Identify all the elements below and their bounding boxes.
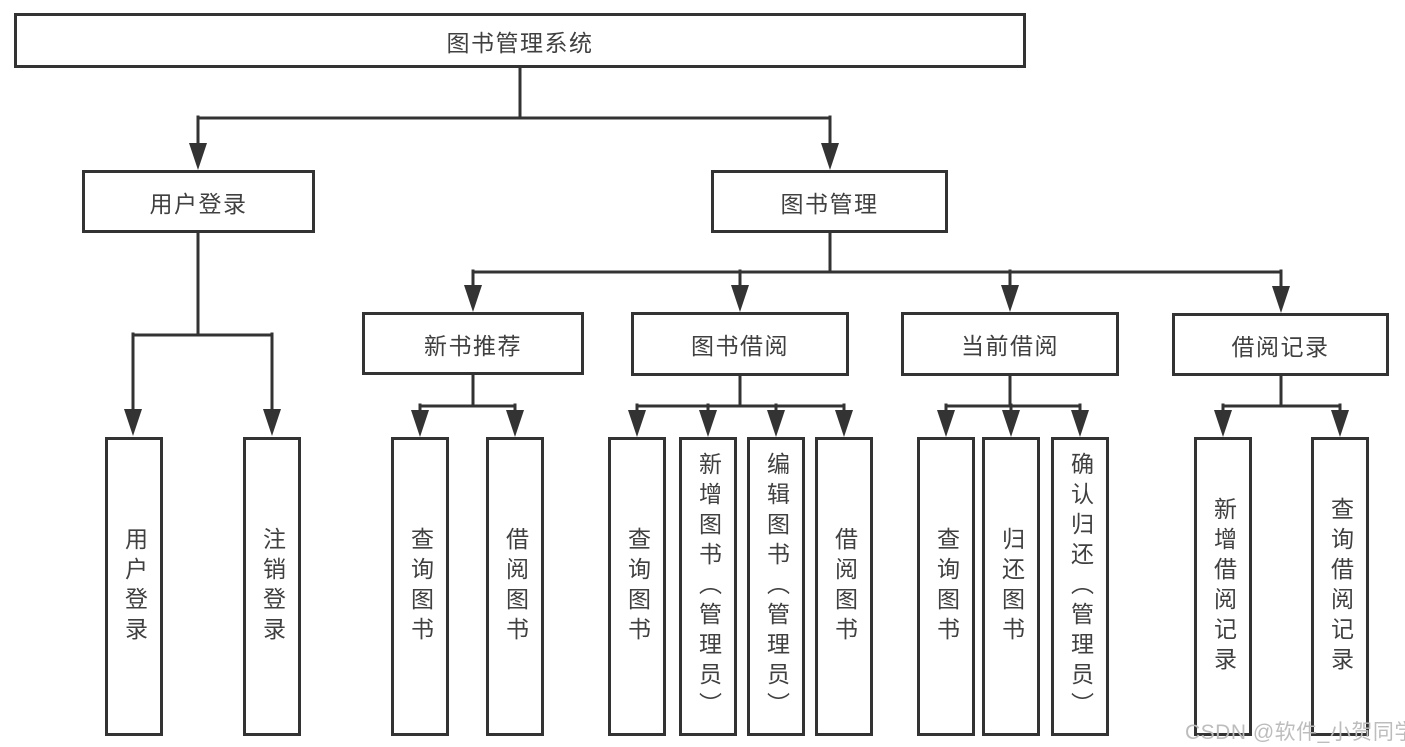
- node-new-book-recommend-label: 新书推荐: [424, 332, 522, 359]
- node-borrow-records-label: 借阅记录: [1231, 333, 1330, 360]
- node-book-management-branch-label: 图书管理: [780, 190, 879, 217]
- leaf-query-books-borrowing: 查询图书: [608, 437, 666, 736]
- node-root-system-label: 图书管理系统: [446, 29, 594, 56]
- leaf-add-borrow-record-label: 新增借阅记录: [1210, 496, 1237, 677]
- leaf-return-books: 归还图书: [982, 437, 1040, 736]
- node-root-system: 图书管理系统: [14, 13, 1026, 68]
- leaf-logout-label: 注销登录: [259, 526, 286, 647]
- node-book-borrowing-label: 图书借阅: [691, 333, 789, 359]
- node-book-borrowing: 图书借阅: [631, 312, 849, 376]
- node-user-login-branch-label: 用户登录: [149, 190, 248, 217]
- leaf-query-books-recommend: 查询图书: [391, 437, 449, 736]
- leaf-confirm-return-admin-label: 确认归还（管理员）: [1067, 451, 1094, 722]
- leaf-user-login-label: 用户登录: [121, 526, 148, 647]
- arrowhead-icons: [124, 143, 1349, 437]
- node-current-borrowing-label: 当前借阅: [961, 333, 1059, 359]
- leaf-query-books-recommend-label: 查询图书: [407, 526, 434, 647]
- leaf-return-books-label: 归还图书: [998, 526, 1025, 647]
- node-user-login-branch: 用户登录: [82, 170, 315, 233]
- leaf-user-login: 用户登录: [105, 437, 163, 736]
- leaf-borrow-books: 借阅图书: [815, 437, 873, 736]
- leaf-borrow-books-label: 借阅图书: [831, 526, 858, 647]
- node-current-borrowing: 当前借阅: [901, 312, 1119, 376]
- leaf-add-books-admin-label: 新增图书（管理员）: [695, 451, 722, 722]
- leaf-query-books-current-label: 查询图书: [933, 526, 960, 647]
- csdn-watermark: CSDN @软件_小贺同学: [1185, 721, 1405, 744]
- leaf-query-books-borrowing-label: 查询图书: [624, 526, 651, 647]
- leaf-add-borrow-record: 新增借阅记录: [1194, 437, 1252, 736]
- leaf-query-borrow-record-label: 查询借阅记录: [1327, 496, 1354, 677]
- leaf-query-borrow-record: 查询借阅记录: [1311, 437, 1369, 736]
- node-borrow-records: 借阅记录: [1172, 313, 1389, 376]
- leaf-edit-books-admin: 编辑图书（管理员）: [747, 437, 805, 736]
- leaf-edit-books-admin-label: 编辑图书（管理员）: [763, 451, 790, 722]
- leaf-borrow-books-recommend: 借阅图书: [486, 437, 544, 736]
- node-new-book-recommend: 新书推荐: [362, 312, 584, 375]
- leaf-logout: 注销登录: [243, 437, 301, 736]
- leaf-query-books-current: 查询图书: [917, 437, 975, 736]
- leaf-borrow-books-recommend-label: 借阅图书: [502, 526, 529, 647]
- leaf-confirm-return-admin: 确认归还（管理员）: [1051, 437, 1109, 736]
- leaf-add-books-admin: 新增图书（管理员）: [679, 437, 737, 736]
- node-book-management-branch: 图书管理: [711, 170, 948, 233]
